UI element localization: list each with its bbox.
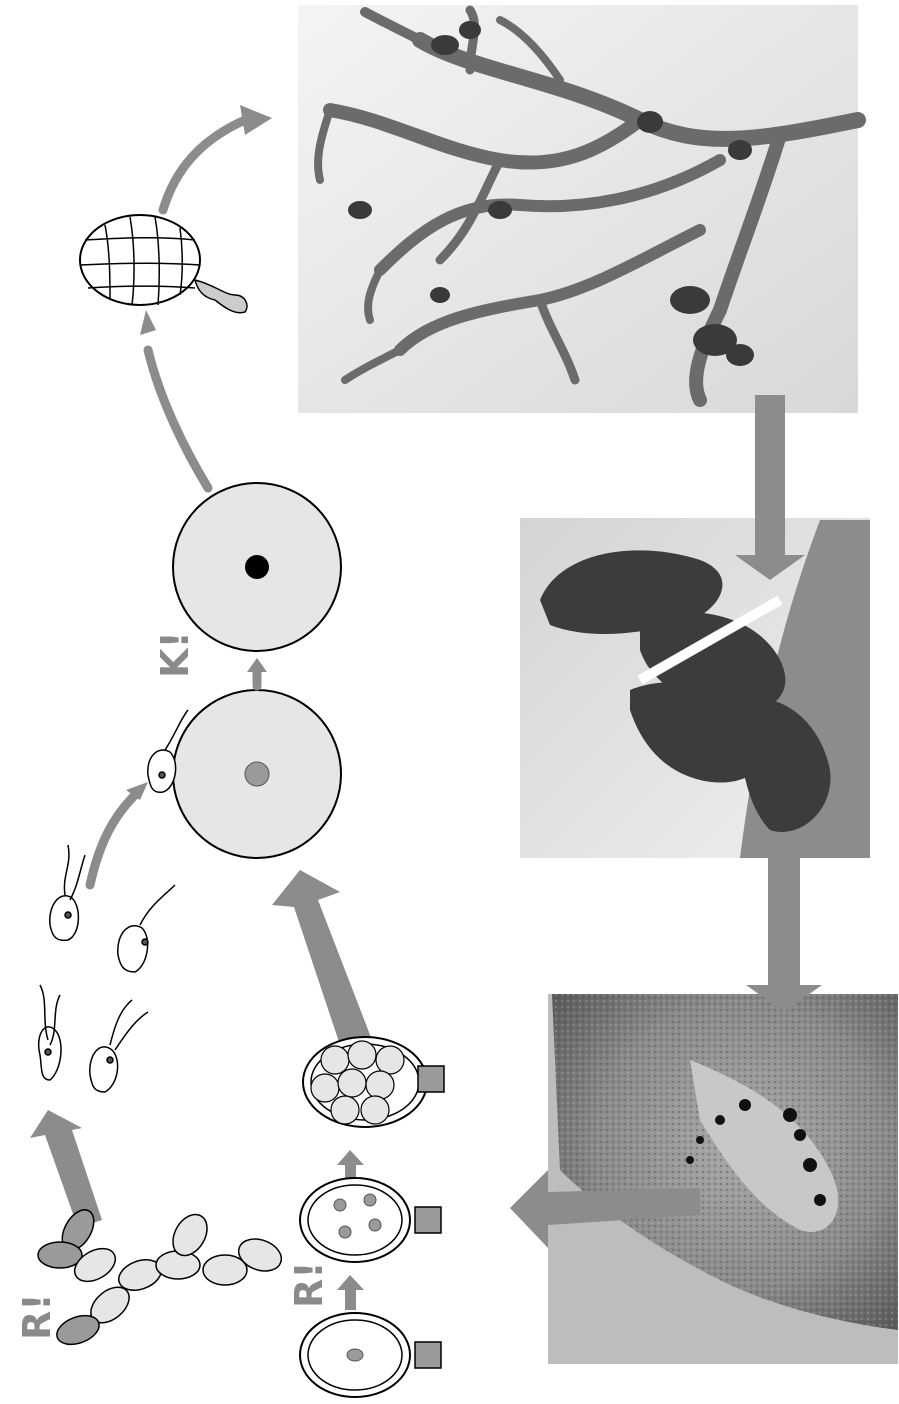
sperm-cell (50, 845, 85, 940)
label-meiosis-bottom: R! (287, 1261, 331, 1308)
zygote-nucleus (245, 555, 269, 579)
sperm-cell (39, 985, 61, 1080)
antheridia-chain (38, 1204, 286, 1349)
conceptacle-section-photo (548, 994, 898, 1364)
germling-drawing (80, 215, 247, 313)
egg-nucleus (245, 762, 269, 786)
zygote-cell (173, 483, 341, 651)
label-meiosis-top: R! (15, 1293, 59, 1340)
sperm-cell (90, 1000, 148, 1092)
receptacle-closeup-photo (520, 518, 870, 858)
label-fertilization: K! (153, 631, 197, 678)
egg-cell (173, 690, 341, 858)
sperm-cell (118, 885, 175, 972)
oogonium-1 (300, 1313, 441, 1397)
sperm-cells (39, 710, 188, 1092)
wedge-arrows (30, 870, 372, 1228)
oogonium-3 (303, 1037, 444, 1127)
thallus-photo (298, 5, 858, 413)
photo-arrow-2 (746, 840, 822, 1012)
oogonium-2 (300, 1178, 441, 1262)
